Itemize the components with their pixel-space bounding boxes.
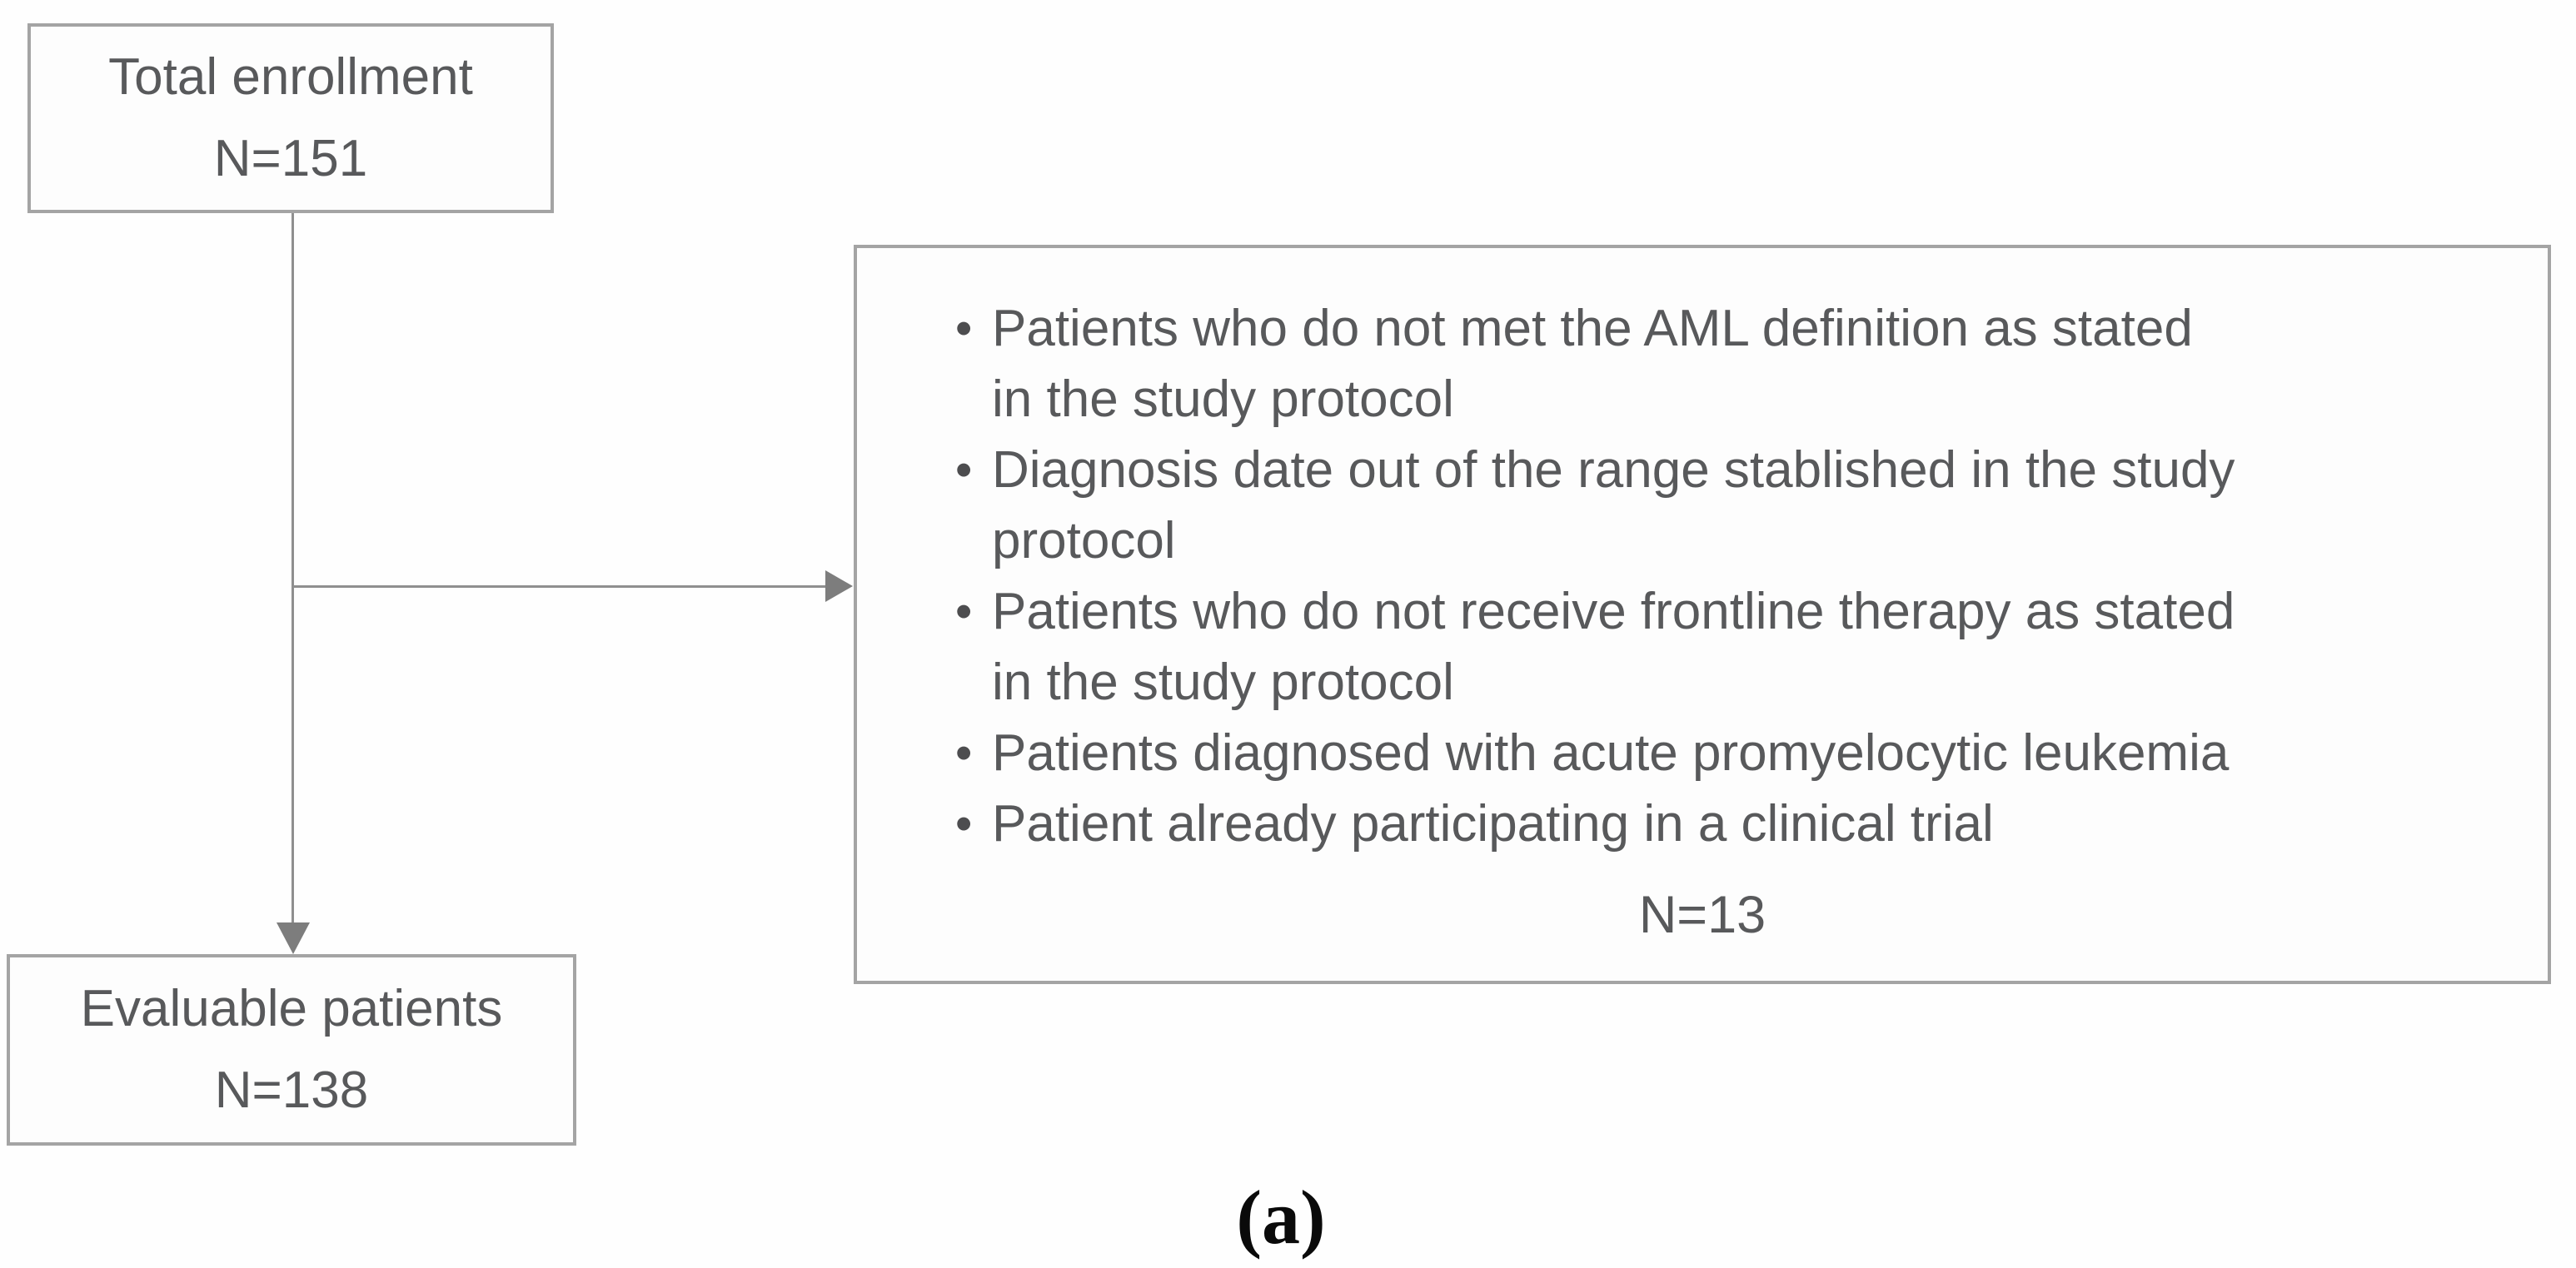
evaluable-patients-label: Evaluable patients [80, 980, 503, 1037]
arrow-down-icon [277, 922, 310, 954]
connector-vertical-line [291, 213, 294, 926]
exclusion-item: Patient already participating in a clini… [955, 788, 2498, 859]
connector-horizontal-line [294, 585, 827, 588]
total-enrollment-count: N=151 [213, 130, 368, 187]
evaluable-patients-box: Evaluable patients N=138 [7, 954, 576, 1146]
total-enrollment-box: Total enrollment N=151 [27, 23, 554, 213]
exclusion-item: Diagnosis date out of the range stablish… [955, 435, 2498, 576]
evaluable-patients-count: N=138 [214, 1062, 369, 1119]
exclusion-item: Patients who do not receive frontline th… [955, 576, 2498, 718]
exclusion-item: Patients who do not met the AML definiti… [955, 293, 2498, 435]
exclusion-criteria-box: Patients who do not met the AML definiti… [854, 245, 2551, 984]
figure-caption: (a) [1236, 1175, 1326, 1260]
total-enrollment-label: Total enrollment [108, 48, 473, 106]
exclusion-count: N=13 [1638, 886, 1766, 944]
arrow-right-icon [825, 570, 853, 602]
exclusion-item: Patients diagnosed with acute promyelocy… [955, 718, 2498, 788]
exclusion-list: Patients who do not met the AML definiti… [857, 248, 2548, 859]
